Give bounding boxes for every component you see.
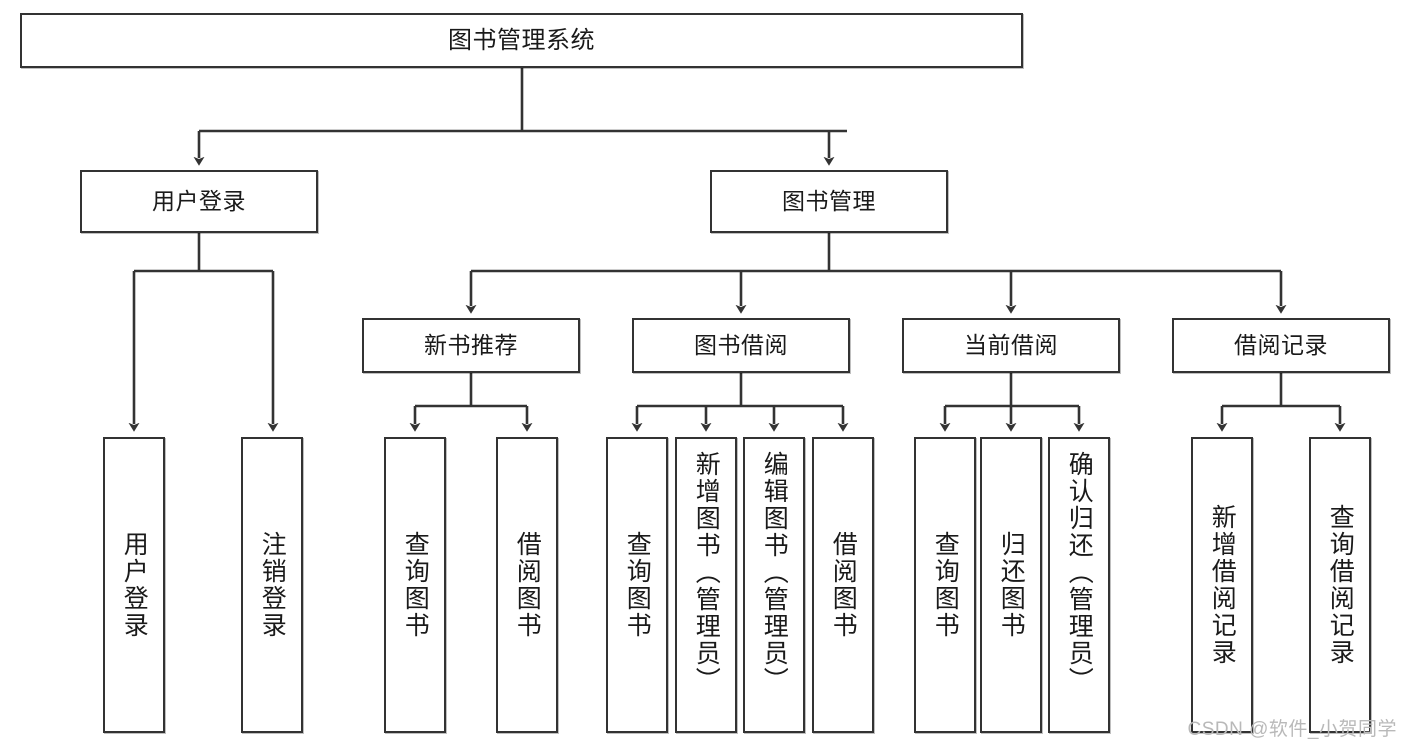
node-leaf-user-login[interactable]: 用户登录 bbox=[103, 437, 165, 733]
node-borrow-record[interactable]: 借阅记录 bbox=[1172, 318, 1390, 373]
node-leaf-user-login-label: 用户登录 bbox=[120, 531, 149, 639]
node-leaf-add-record-label: 新增借阅记录 bbox=[1208, 504, 1237, 666]
node-leaf-borrow-book-2[interactable]: 借阅图书 bbox=[812, 437, 874, 733]
watermark: CSDN @软件_小贺同学 bbox=[1187, 719, 1397, 740]
node-leaf-query-book-3-label: 查询图书 bbox=[931, 531, 960, 639]
node-leaf-edit-book[interactable]: 编辑图书（管理员） bbox=[743, 437, 805, 733]
node-leaf-confirm-return-label: 确认归还（管理员） bbox=[1065, 451, 1094, 694]
node-leaf-return-book-label: 归还图书 bbox=[997, 531, 1026, 639]
node-leaf-borrow-book-2-label: 借阅图书 bbox=[829, 531, 858, 639]
node-leaf-borrow-book-1-label: 借阅图书 bbox=[513, 531, 542, 639]
node-book-borrow[interactable]: 图书借阅 bbox=[632, 318, 850, 373]
node-leaf-add-book[interactable]: 新增图书（管理员） bbox=[675, 437, 737, 733]
node-leaf-query-record-label: 查询借阅记录 bbox=[1326, 504, 1355, 666]
node-leaf-borrow-book-1[interactable]: 借阅图书 bbox=[496, 437, 558, 733]
node-leaf-user-logout-label: 注销登录 bbox=[258, 531, 287, 639]
node-new-book-recommend-label: 新书推荐 bbox=[424, 332, 518, 359]
node-leaf-add-book-label: 新增图书（管理员） bbox=[692, 451, 721, 694]
node-leaf-query-book-1[interactable]: 查询图书 bbox=[384, 437, 446, 733]
node-leaf-query-book-3[interactable]: 查询图书 bbox=[914, 437, 976, 733]
node-new-book-recommend[interactable]: 新书推荐 bbox=[362, 318, 580, 373]
node-book-borrow-label: 图书借阅 bbox=[694, 332, 788, 359]
node-leaf-add-record[interactable]: 新增借阅记录 bbox=[1191, 437, 1253, 733]
node-book-management-label: 图书管理 bbox=[782, 188, 876, 215]
node-root-label: 图书管理系统 bbox=[448, 26, 595, 54]
node-current-borrow[interactable]: 当前借阅 bbox=[902, 318, 1120, 373]
node-leaf-user-logout[interactable]: 注销登录 bbox=[241, 437, 303, 733]
node-user-login[interactable]: 用户登录 bbox=[80, 170, 318, 233]
node-book-management[interactable]: 图书管理 bbox=[710, 170, 948, 233]
node-leaf-confirm-return[interactable]: 确认归还（管理员） bbox=[1048, 437, 1110, 733]
node-leaf-query-book-1-label: 查询图书 bbox=[401, 531, 430, 639]
node-user-login-label: 用户登录 bbox=[152, 188, 246, 215]
node-leaf-query-book-2[interactable]: 查询图书 bbox=[606, 437, 668, 733]
node-leaf-query-book-2-label: 查询图书 bbox=[623, 531, 652, 639]
node-leaf-return-book[interactable]: 归还图书 bbox=[980, 437, 1042, 733]
node-leaf-edit-book-label: 编辑图书（管理员） bbox=[760, 451, 789, 694]
node-root[interactable]: 图书管理系统 bbox=[20, 13, 1023, 68]
node-current-borrow-label: 当前借阅 bbox=[964, 332, 1058, 359]
node-borrow-record-label: 借阅记录 bbox=[1234, 332, 1328, 359]
node-leaf-query-record[interactable]: 查询借阅记录 bbox=[1309, 437, 1371, 733]
